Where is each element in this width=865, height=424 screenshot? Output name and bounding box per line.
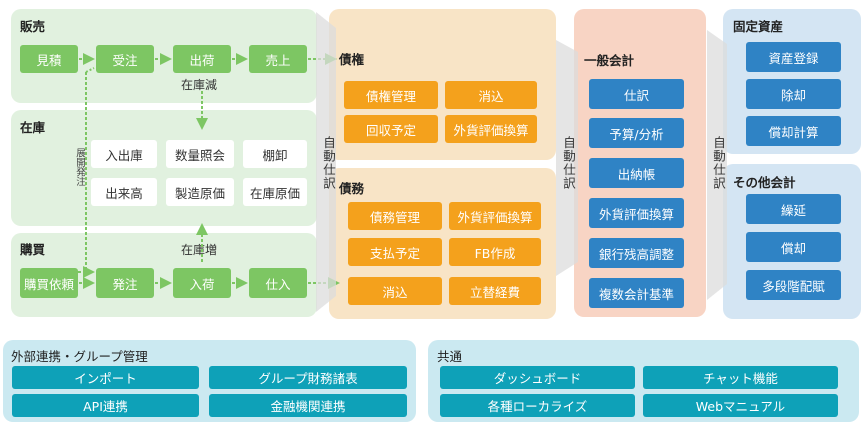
- common-title: 共通: [437, 349, 463, 364]
- stock-increase-note: 在庫増: [181, 243, 218, 257]
- inventory-item-stocktake[interactable]: 棚卸: [243, 140, 307, 168]
- ext-item-bank[interactable]: 金融機関連携: [209, 394, 407, 417]
- auto-journal-label-3: 自動仕訳: [711, 136, 726, 190]
- receivables-item-management[interactable]: 債権管理: [344, 81, 438, 109]
- payables-title: 債務: [339, 181, 365, 196]
- receivables-item-collection[interactable]: 回収予定: [344, 115, 438, 143]
- fa-item-depreciation[interactable]: 償却計算: [746, 116, 841, 146]
- sales-step-sale[interactable]: 売上: [249, 45, 307, 73]
- oa-item-amortization[interactable]: 償却: [746, 232, 841, 262]
- sales-title: 販売: [20, 19, 46, 34]
- receivables-item-clearing[interactable]: 消込: [445, 81, 537, 109]
- purchase-step-receive[interactable]: 入荷: [173, 268, 231, 298]
- expand-order-label: 展開発注: [74, 148, 85, 186]
- receivables-item-fx[interactable]: 外貨評価換算: [445, 115, 537, 143]
- ext-item-api[interactable]: API連携: [12, 394, 199, 417]
- payables-item-management[interactable]: 債務管理: [348, 202, 442, 230]
- sales-step-ship[interactable]: 出荷: [173, 45, 231, 73]
- stock-decrease-note: 在庫減: [181, 78, 218, 92]
- common-item-manual[interactable]: Webマニュアル: [643, 394, 838, 417]
- auto-journal-funnel-3: [707, 30, 727, 300]
- purchase-step-order[interactable]: 発注: [96, 268, 154, 298]
- inventory-item-output[interactable]: 出来高: [91, 178, 157, 206]
- gl-item-budget[interactable]: 予算/分析: [589, 118, 684, 148]
- payables-item-schedule[interactable]: 支払予定: [348, 238, 442, 266]
- common-item-chat[interactable]: チャット機能: [643, 366, 838, 389]
- gl-item-journal[interactable]: 仕訳: [589, 79, 684, 109]
- payables-item-fx[interactable]: 外貨評価換算: [449, 202, 541, 230]
- auto-journal-label-2: 自動仕訳: [561, 136, 576, 190]
- payables-item-clearing[interactable]: 消込: [348, 277, 442, 305]
- general-ledger-title: 一般会計: [584, 53, 635, 68]
- oa-item-allocation[interactable]: 多段階配賦: [746, 270, 841, 300]
- receivables-title: 債権: [339, 52, 365, 67]
- payables-item-expense[interactable]: 立替経費: [449, 277, 541, 305]
- gl-item-fx[interactable]: 外貨評価換算: [589, 198, 684, 228]
- auto-journal-funnel-2: [556, 40, 578, 276]
- auto-journal-label-1: 自動仕訳: [321, 136, 336, 190]
- purchase-title: 購買: [20, 242, 46, 257]
- inventory-item-inout[interactable]: 入出庫: [91, 140, 157, 168]
- sales-step-order[interactable]: 受注: [96, 45, 154, 73]
- auto-journal-funnel-1: [316, 12, 336, 312]
- fa-item-register[interactable]: 資産登録: [746, 42, 841, 72]
- gl-item-cashbook[interactable]: 出納帳: [589, 158, 684, 188]
- gl-item-bank-reconcile[interactable]: 銀行残高調整: [589, 238, 684, 268]
- inventory-title: 在庫: [20, 120, 46, 135]
- inventory-item-mfg-cost[interactable]: 製造原価: [166, 178, 234, 206]
- sales-step-quote[interactable]: 見積: [20, 45, 78, 73]
- fixed-assets-title: 固定資産: [733, 19, 784, 34]
- inventory-panel: [11, 110, 317, 226]
- common-item-localize[interactable]: 各種ローカライズ: [440, 394, 635, 417]
- expand-order-top-arrow: [85, 67, 95, 73]
- payables-item-fb[interactable]: FB作成: [449, 238, 541, 266]
- inventory-item-stock-cost[interactable]: 在庫原価: [243, 178, 307, 206]
- gl-item-multi-gaap[interactable]: 複数会計基準: [589, 278, 684, 308]
- purchase-step-purchase[interactable]: 仕入: [249, 268, 307, 298]
- inventory-item-quantity[interactable]: 数量照会: [166, 140, 234, 168]
- common-item-dashboard[interactable]: ダッシュボード: [440, 366, 635, 389]
- ext-item-import[interactable]: インポート: [12, 366, 199, 389]
- purchase-step-request[interactable]: 購買依頼: [20, 268, 78, 298]
- fa-item-disposal[interactable]: 除却: [746, 79, 841, 109]
- other-accounting-title: その他会計: [733, 175, 796, 190]
- ext-item-group-fs[interactable]: グループ財務諸表: [209, 366, 407, 389]
- external-title: 外部連携・グループ管理: [11, 349, 148, 364]
- oa-item-deferral[interactable]: 繰延: [746, 194, 841, 224]
